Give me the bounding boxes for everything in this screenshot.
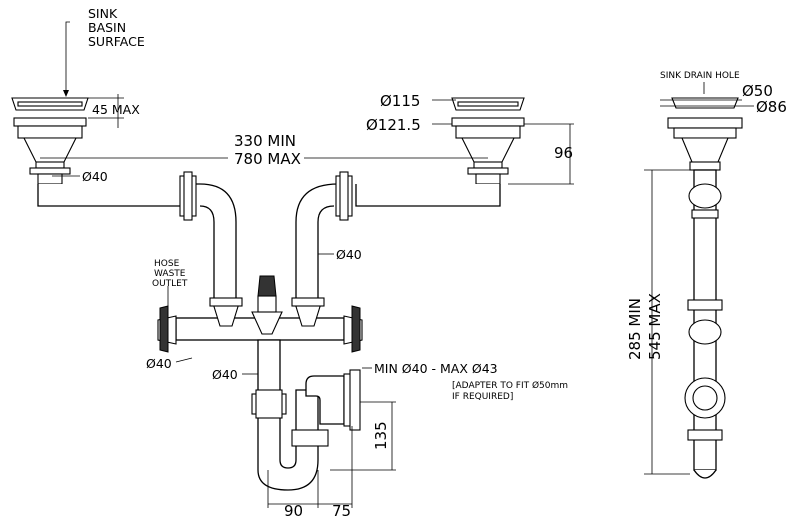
label-285-min: 285 MIN — [626, 298, 644, 360]
label-sink: SINK — [88, 6, 118, 21]
tee-manifold — [157, 275, 363, 353]
label-d115: Ø115 — [380, 92, 420, 110]
label-75: 75 — [332, 502, 351, 519]
right-waste-arm — [295, 171, 501, 301]
side-view — [667, 97, 743, 479]
label-d40-mid: Ø40 — [336, 247, 362, 262]
label-outlet: OUTLET — [152, 279, 188, 289]
label-min-max: MIN Ø40 - MAX Ø43 — [374, 361, 498, 376]
label-545-max: 545 MAX — [646, 293, 664, 360]
label-waste: WASTE — [154, 269, 186, 279]
label-if-required: IF REQUIRED] — [452, 392, 513, 402]
label-sink-drain-hole: SINK DRAIN HOLE — [660, 71, 740, 81]
right-sink-strainer — [451, 97, 525, 185]
label-330-min: 330 MIN — [234, 132, 296, 150]
left-waste-arm — [37, 171, 237, 301]
label-45-max: 45 MAX — [92, 102, 140, 117]
label-d40-left: Ø40 — [82, 169, 108, 184]
text-labels: SINK BASIN SURFACE 45 MAX Ø115 Ø121.5 33… — [82, 6, 787, 519]
label-adapter: [ADAPTER TO FIT Ø50mm — [452, 380, 568, 391]
label-135: 135 — [372, 421, 390, 450]
label-d50: Ø50 — [742, 82, 773, 100]
label-780-max: 780 MAX — [234, 150, 301, 168]
dimension-lines — [40, 21, 754, 508]
label-basin: BASIN — [88, 20, 126, 35]
left-sink-strainer — [11, 97, 89, 185]
label-90: 90 — [284, 502, 303, 519]
label-d40-lower: Ø40 — [146, 356, 172, 371]
label-d121: Ø121.5 — [366, 116, 421, 134]
label-d86: Ø86 — [756, 98, 787, 116]
label-96: 96 — [554, 144, 573, 162]
label-surface: SURFACE — [88, 34, 145, 49]
label-hose: HOSE — [154, 259, 180, 269]
label-d40-trap: Ø40 — [212, 367, 238, 382]
bottle-trap — [251, 339, 361, 491]
